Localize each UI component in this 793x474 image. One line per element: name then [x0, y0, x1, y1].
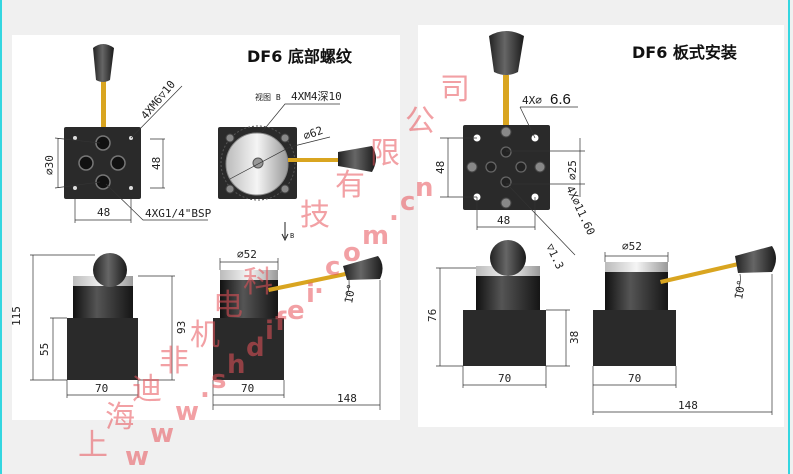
- watermark-char: w: [150, 419, 174, 449]
- knob: [489, 31, 524, 75]
- watermark-char: i: [306, 279, 315, 309]
- watermark-char: w: [125, 442, 149, 472]
- watermark-char: 上: [78, 428, 108, 463]
- dim-angle: 10°: [342, 283, 358, 305]
- dim-base-width-2: 70: [241, 382, 254, 395]
- dim-body-height: 93: [175, 321, 188, 334]
- dim-base-width: 70: [498, 372, 511, 385]
- mount-plate: [463, 125, 550, 210]
- watermark-char: .: [200, 374, 210, 404]
- dim-total-length: 148: [337, 392, 357, 405]
- dim-ports: 4XG1/4"BSP: [145, 207, 212, 220]
- dim-base-height: 55: [38, 343, 51, 356]
- dim-port-circle: ∅30: [43, 155, 56, 175]
- watermark-char: 科: [243, 265, 273, 300]
- dim-plate-height: 48: [150, 157, 163, 170]
- panel-left-title: DF6 底部螺纹: [247, 47, 353, 66]
- watermark-char: i: [265, 316, 274, 346]
- watermark-char: 电: [213, 288, 243, 323]
- left-side-view: ∅52 10° 70 148: [212, 248, 383, 410]
- knob: [93, 253, 127, 287]
- handle-shaft: [101, 80, 106, 128]
- dim-cyl-diameter: ∅52: [237, 248, 257, 261]
- watermark-char: s: [211, 365, 226, 395]
- watermark-char: e: [287, 296, 305, 326]
- watermark-char: h: [227, 350, 246, 380]
- watermark-char: 非: [159, 344, 189, 379]
- dim-angle: 10°: [732, 279, 748, 301]
- dim-total-length: 148: [678, 399, 698, 412]
- knob: [93, 44, 114, 82]
- watermark-char: n: [415, 173, 434, 203]
- dim-base-height: 38: [568, 331, 581, 344]
- panel-right-title: DF6 板式安装: [632, 43, 737, 62]
- dim-port-circle: ∅25: [566, 160, 579, 180]
- watermark-char: 有: [335, 168, 365, 203]
- right-side-view: ∅52 10° 70 148: [592, 240, 776, 415]
- dim-mount-holes: 4XM4深10: [291, 90, 342, 103]
- watermark-char: 机: [190, 318, 220, 353]
- dim-disc-diameter: ∅62: [302, 124, 325, 143]
- dim-plate-width: 48: [497, 214, 510, 227]
- watermark-char: 限: [370, 136, 400, 171]
- watermark-char: m: [362, 221, 389, 251]
- watermark-char: 技: [300, 198, 330, 233]
- dim-plate-height: 48: [434, 161, 447, 174]
- dim-plate-width: 48: [97, 206, 110, 219]
- right-front-view: 76 38 70: [426, 240, 581, 388]
- watermark-char: .: [389, 197, 399, 227]
- handle-shaft: [660, 262, 739, 284]
- watermark-char: c: [325, 252, 340, 282]
- left-view-b: 视图 B 4XM4深10 ∅62 B: [218, 90, 376, 242]
- watermark-char: .: [314, 270, 324, 300]
- dim-cyl-diameter: ∅52: [622, 240, 642, 253]
- base-block: [67, 318, 138, 380]
- dim-total-height: 115: [10, 306, 23, 326]
- dim-mount-holes-value: 6.6: [550, 91, 571, 108]
- dim-base-width: 70: [95, 382, 108, 395]
- watermark-char: o: [343, 238, 361, 268]
- dim-base-width-2: 70: [628, 372, 641, 385]
- knob: [338, 146, 376, 172]
- base-block: [593, 310, 676, 366]
- base-block: [463, 310, 546, 366]
- handle-shaft: [268, 272, 346, 292]
- left-front-view: 115 55 93 70: [10, 253, 188, 398]
- view-marker: B: [290, 232, 294, 240]
- dim-mount-holes-prefix: 4X∅: [522, 94, 542, 107]
- watermark-char: w: [175, 397, 199, 427]
- knob: [343, 256, 383, 280]
- watermark-char: 公: [405, 104, 435, 139]
- view-arrow-icon: [281, 222, 289, 242]
- mount-plate: [64, 127, 141, 199]
- watermark-char: c: [400, 187, 415, 217]
- handle-shaft: [288, 158, 338, 162]
- watermark-char: 司: [440, 72, 470, 107]
- watermark-char: 海: [105, 400, 135, 435]
- knob: [490, 240, 526, 276]
- view-label: 视图 B: [255, 92, 281, 102]
- watermark-char: 迪: [132, 372, 162, 407]
- panel-right: [418, 25, 784, 427]
- knob: [735, 246, 776, 273]
- handle-shaft: [503, 75, 509, 127]
- dim-total-height: 76: [426, 309, 439, 322]
- watermark-char: f: [275, 307, 287, 337]
- base-block: [213, 318, 284, 380]
- watermark-char: d: [246, 333, 265, 363]
